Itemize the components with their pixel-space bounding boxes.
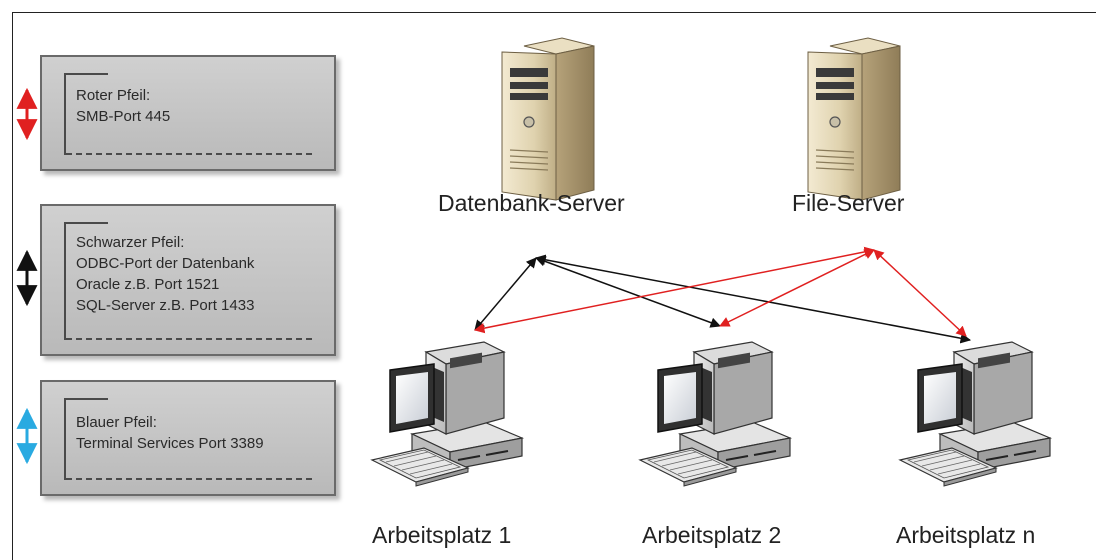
connection-fs-ws2 bbox=[719, 249, 875, 327]
workstation-2-label: Arbeitsplatz 2 bbox=[642, 522, 782, 548]
legend-red-title: Roter Pfeil: bbox=[76, 87, 151, 104]
workstation-2-icon bbox=[639, 341, 791, 487]
database-server-label: Datenbank-Server bbox=[438, 190, 625, 216]
legend-bracket: Blauer Pfeil: Terminal Services Port 338… bbox=[64, 398, 312, 480]
legend-bracket: Roter Pfeil: SMB-Port 445 bbox=[64, 73, 312, 155]
legend-black-odbc: ODBC-Port der Datenbank bbox=[76, 255, 255, 272]
legend-box-black: Schwarzer Pfeil: ODBC-Port der Datenbank… bbox=[40, 204, 336, 356]
workstation-n-label: Arbeitsplatz n bbox=[896, 522, 1036, 548]
legend-blue-port: Terminal Services Port 3389 bbox=[76, 435, 264, 452]
database-server-icon bbox=[501, 37, 595, 201]
legend-black-sqlserver: SQL-Server z.B. Port 1433 bbox=[76, 297, 255, 314]
connection-db-wsn bbox=[534, 254, 972, 344]
file-server-label: File-Server bbox=[792, 190, 905, 216]
legend-blue-title: Blauer Pfeil: bbox=[76, 414, 157, 431]
connection-fs-wsn bbox=[873, 249, 967, 337]
workstation-1-icon bbox=[371, 341, 523, 487]
connection-db-ws2 bbox=[535, 256, 721, 328]
file-server-icon bbox=[807, 37, 901, 201]
legend-box-red: Roter Pfeil: SMB-Port 445 bbox=[40, 55, 336, 171]
legend-box-blue: Blauer Pfeil: Terminal Services Port 338… bbox=[40, 380, 336, 496]
legend-bracket: Schwarzer Pfeil: ODBC-Port der Datenbank… bbox=[64, 222, 312, 340]
legend-black-title: Schwarzer Pfeil: bbox=[76, 234, 185, 251]
legend-red-port: SMB-Port 445 bbox=[76, 108, 171, 125]
workstation-1-label: Arbeitsplatz 1 bbox=[372, 522, 512, 548]
connection-fs-ws1 bbox=[473, 246, 876, 334]
legend-black-oracle: Oracle z.B. Port 1521 bbox=[76, 276, 220, 293]
workstation-n-icon bbox=[899, 341, 1051, 487]
diagram-frame bbox=[12, 12, 1096, 560]
